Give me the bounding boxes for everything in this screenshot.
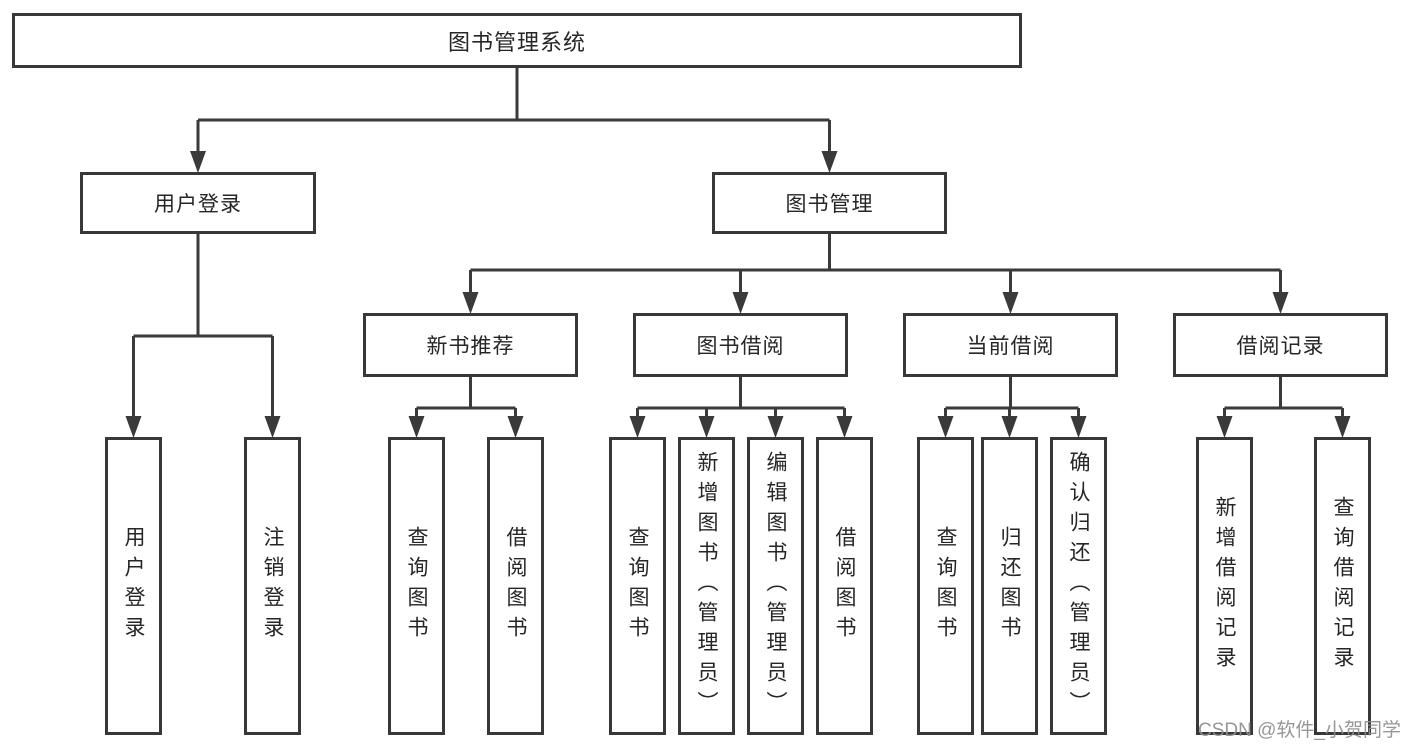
arrowhead-icon	[1334, 416, 1351, 438]
arrowhead-icon	[698, 416, 715, 438]
node-book-management: 图书管理	[712, 172, 947, 234]
leaf-borrow-books-recommend: 借阅图书	[487, 437, 544, 735]
leaf-add-books-admin: 新增图书（管理员）	[678, 437, 735, 735]
node-user-login: 用户登录	[80, 172, 316, 234]
leaf-query-borrow-record: 查询借阅记录	[1314, 437, 1371, 735]
node-borrow-records: 借阅记录	[1173, 313, 1388, 377]
arrowhead-icon	[732, 292, 749, 314]
arrowhead-icon	[767, 416, 784, 438]
leaf-return-books: 归还图书	[981, 437, 1038, 735]
connector-split-2	[462, 234, 1289, 314]
leaf-label: 用户登录	[122, 526, 145, 646]
arrowhead-icon	[1216, 416, 1233, 438]
leaf-label: 借阅图书	[504, 526, 527, 646]
leaf-label: 查询图书	[626, 526, 649, 646]
leaf-query-books-recommend: 查询图书	[388, 437, 445, 735]
connector-split-5	[937, 377, 1087, 438]
arrowhead-icon	[125, 416, 142, 438]
node-book-borrow: 图书借阅	[633, 313, 848, 377]
connector-split-1	[125, 234, 281, 438]
arrowhead-icon	[462, 292, 479, 314]
leaf-user-login: 用户登录	[105, 437, 162, 735]
arrowhead-icon	[836, 416, 853, 438]
connector-split-6	[1216, 377, 1351, 438]
connector-split-4	[629, 377, 853, 438]
arrowhead-icon	[408, 416, 425, 438]
leaf-logout: 注销登录	[244, 437, 301, 735]
leaf-label: 编辑图书（管理员）	[764, 451, 787, 721]
arrowhead-icon	[1070, 416, 1087, 438]
leaf-label: 查询图书	[405, 526, 428, 646]
arrowhead-icon	[1001, 416, 1018, 438]
leaf-label: 注销登录	[261, 526, 284, 646]
arrowhead-icon	[629, 416, 646, 438]
connector-split-0	[190, 68, 838, 173]
leaf-query-books-current: 查询图书	[917, 437, 974, 735]
watermark: CSDN @软件_小贺同学	[1198, 720, 1401, 741]
node-library-system: 图书管理系统	[12, 13, 1022, 68]
connector-split-3	[408, 377, 524, 438]
leaf-edit-books-admin: 编辑图书（管理员）	[747, 437, 804, 735]
arrowhead-icon	[1272, 292, 1289, 314]
leaf-label: 查询借阅记录	[1331, 496, 1354, 676]
leaf-label: 查询图书	[934, 526, 957, 646]
arrowhead-icon	[507, 416, 524, 438]
arrowhead-icon	[264, 416, 281, 438]
leaf-label: 确认归还（管理员）	[1067, 451, 1090, 721]
leaf-borrow-books: 借阅图书	[816, 437, 873, 735]
arrowhead-icon	[190, 151, 206, 173]
leaf-query-books-borrow: 查询图书	[609, 437, 666, 735]
leaf-add-borrow-record: 新增借阅记录	[1196, 437, 1253, 735]
node-new-book-recommend: 新书推荐	[363, 313, 578, 377]
leaf-label: 归还图书	[998, 526, 1021, 646]
arrowhead-icon	[937, 416, 954, 438]
arrowhead-icon	[821, 151, 838, 173]
leaf-label: 借阅图书	[833, 526, 856, 646]
leaf-label: 新增图书（管理员）	[695, 451, 718, 721]
leaf-confirm-return-admin: 确认归还（管理员）	[1050, 437, 1107, 735]
arrowhead-icon	[1002, 292, 1019, 314]
leaf-label: 新增借阅记录	[1213, 496, 1236, 676]
node-current-borrow: 当前借阅	[903, 313, 1118, 377]
